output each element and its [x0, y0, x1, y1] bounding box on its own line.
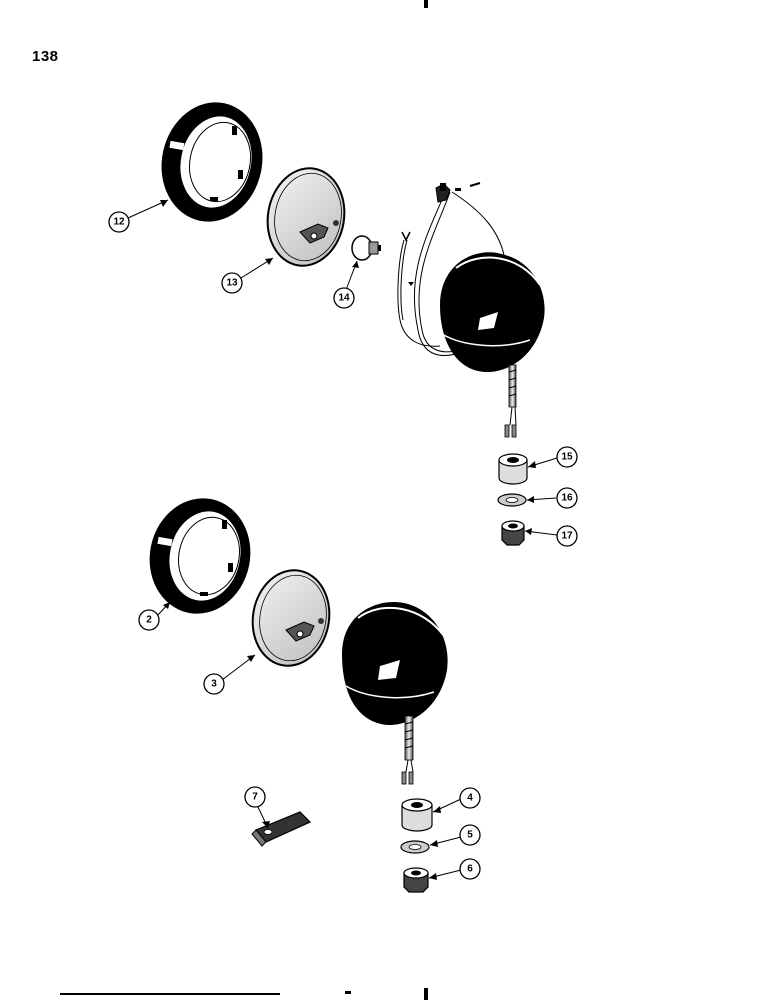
upper-washer: [497, 493, 527, 507]
callout-16-label: 16: [561, 493, 573, 504]
edge-mark-top: [424, 0, 428, 8]
callout-4-label: 4: [467, 793, 473, 804]
callout-14: 14: [333, 287, 355, 309]
callout-15: 15: [556, 446, 578, 468]
callout-13: 13: [221, 272, 243, 294]
lower-washer: [400, 840, 430, 854]
callout-12-label: 12: [113, 217, 125, 228]
callout-2: 2: [138, 609, 160, 631]
callout-7-label: 7: [252, 792, 258, 803]
upper-lens-reflector: [266, 167, 346, 267]
callout-arrows: [160, 200, 536, 880]
callout-3: 3: [203, 673, 225, 695]
clip: [251, 811, 312, 847]
upper-nut: [501, 520, 525, 546]
callout-15-label: 15: [561, 452, 573, 463]
callout-16: 16: [556, 487, 578, 509]
upper-spacer: [498, 453, 528, 485]
edge-marks-bottom: [60, 988, 428, 1000]
lower-lamp-housing: [342, 602, 448, 726]
upper-bulb: [351, 235, 381, 261]
callout-5: 5: [459, 824, 481, 846]
callout-13-label: 13: [226, 278, 238, 289]
callout-12: 12: [108, 211, 130, 233]
lower-nut: [403, 867, 429, 893]
callout-3-label: 3: [211, 679, 217, 690]
page-number: 138: [32, 48, 59, 65]
upper-lamp-rim: [161, 102, 263, 222]
upper-wiring: [397, 189, 506, 356]
callout-6: 6: [459, 858, 481, 880]
lower-stud: [401, 715, 414, 785]
callout-17: 17: [556, 525, 578, 547]
upper-lamp-housing: [440, 252, 545, 373]
callout-6-label: 6: [467, 864, 473, 875]
callout-2-label: 2: [146, 615, 152, 626]
callout-5-label: 5: [467, 830, 473, 841]
lower-lamp-rim: [149, 498, 251, 614]
callout-17-label: 17: [561, 531, 573, 542]
callout-14-label: 14: [338, 293, 350, 304]
upper-stud: [504, 364, 517, 438]
callout-4: 4: [459, 787, 481, 809]
upper-connector: [401, 182, 481, 286]
callout-7: 7: [244, 786, 266, 808]
lower-spacer: [401, 798, 433, 832]
lower-lens-reflector: [251, 569, 331, 667]
